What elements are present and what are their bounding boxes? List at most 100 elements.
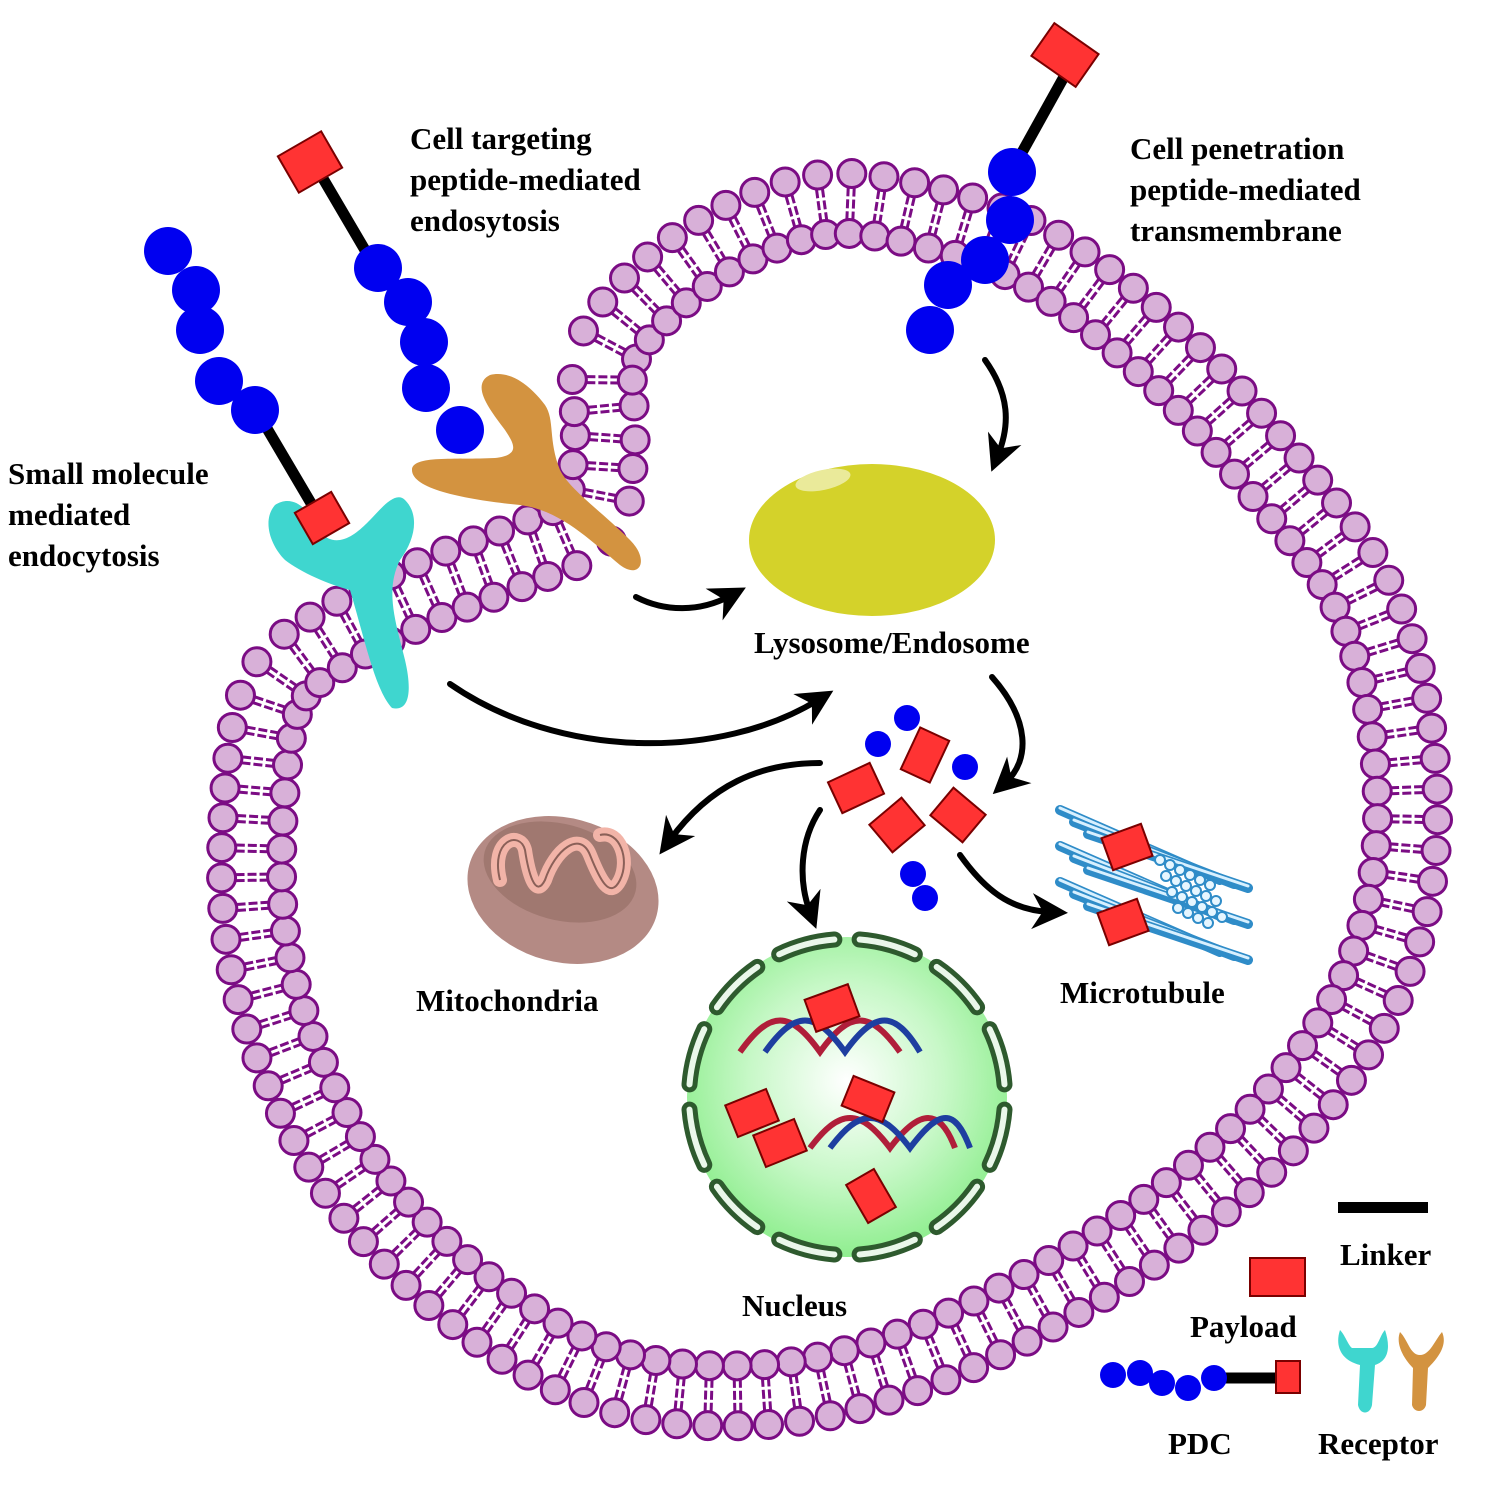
peptide-bead	[176, 306, 224, 354]
lipid-head-outer	[1373, 564, 1405, 596]
lipid-pair	[557, 449, 649, 485]
payload-block	[826, 761, 886, 815]
lipid-pair	[599, 1339, 647, 1429]
lipid-head-inner	[1008, 1259, 1040, 1291]
lipid-head-inner	[1081, 1215, 1113, 1247]
lipid-tail	[337, 1168, 366, 1190]
lipid-tail	[486, 1305, 508, 1334]
legend-linker-swatch	[1338, 1202, 1428, 1213]
lipid-head-inner	[1128, 1183, 1160, 1215]
lipid-tail	[391, 1228, 417, 1254]
lipid-pair	[1316, 984, 1400, 1044]
lipid-head-outer	[1256, 1156, 1288, 1188]
lipid-head-outer	[1138, 1249, 1170, 1281]
lipid-tail	[1105, 300, 1129, 327]
legend-receptor-teal	[1338, 1330, 1388, 1413]
lipid-tail	[1374, 930, 1406, 943]
lipid-tail	[321, 1145, 351, 1164]
lipid-tail	[559, 521, 576, 553]
lipid-head-inner	[478, 581, 510, 613]
lipid-tail	[1012, 233, 1029, 264]
lipid-head-outer	[216, 711, 248, 743]
lipid-head-inner	[828, 1335, 860, 1367]
lipid-head-inner	[1291, 547, 1323, 579]
lipid-tail	[291, 1089, 322, 1106]
lipid-tail	[395, 1233, 421, 1258]
lipid-head-inner	[1079, 319, 1111, 351]
lipid-tail	[876, 1354, 890, 1387]
lipid-tail	[1127, 318, 1151, 346]
lipid-tail	[334, 1163, 363, 1185]
lipid-tail	[1242, 441, 1269, 465]
lipid-pair	[556, 364, 648, 396]
lipid-pair	[1306, 537, 1389, 601]
lipid-head-inner	[693, 1350, 725, 1382]
lipid-pair	[1362, 803, 1454, 836]
lipid-head-inner	[1274, 525, 1306, 557]
lipid-head-inner	[1256, 503, 1288, 535]
lipid-head-inner	[651, 305, 683, 337]
lipid-pair	[739, 176, 793, 264]
lipid-tail	[479, 552, 494, 584]
lipid-tail	[268, 1037, 300, 1052]
tubule-end	[1204, 879, 1216, 891]
lipid-tail	[1215, 1158, 1239, 1185]
lipid-head-inner	[431, 1225, 463, 1257]
payload-block	[1096, 897, 1150, 947]
lipid-head-outer	[599, 1397, 631, 1429]
lipid-tail	[1148, 1211, 1170, 1240]
lipid-tail	[237, 814, 270, 819]
lipid-head-inner	[1194, 1131, 1226, 1163]
lipid-tail	[1366, 638, 1399, 651]
lipid-tail	[462, 1288, 485, 1317]
lipid-tail	[1356, 977, 1388, 994]
lipid-tail	[531, 1333, 550, 1363]
peptide-bead	[1149, 1370, 1175, 1396]
lipid-tail	[1374, 667, 1407, 678]
lipid-tail	[452, 562, 467, 594]
lipid-tail	[1223, 418, 1250, 443]
lipid-head-outer	[1088, 1281, 1120, 1313]
lipid-pair	[1162, 353, 1238, 426]
lipid-pair	[437, 1261, 505, 1341]
payload-block	[803, 982, 861, 1034]
label-line: mediated	[8, 497, 131, 532]
arrow-cpp-to-lysosome	[982, 357, 1022, 472]
lipid-head-outer	[252, 1070, 284, 1102]
lipid-head-outer	[212, 742, 244, 774]
lipid-tail	[1391, 820, 1424, 824]
lipid-pair	[559, 420, 651, 456]
label-line: endosytosis	[410, 203, 560, 238]
lipid-tail	[1276, 1099, 1303, 1123]
lipid-head-inner	[616, 364, 648, 396]
lipid-head-outer	[1357, 537, 1389, 569]
lipid-tail	[1359, 615, 1391, 631]
lipid-pair	[1356, 712, 1448, 753]
lipid-head-inner	[266, 833, 298, 865]
label-line: Cell penetration	[1130, 131, 1345, 166]
lipid-tail	[950, 1326, 967, 1357]
lipid-pair	[457, 525, 510, 613]
lipid-pair	[278, 1097, 363, 1157]
lipid-tail	[1391, 791, 1424, 796]
lipid-pair	[1328, 960, 1414, 1016]
lipid-head-outer	[1353, 1039, 1385, 1071]
lipid-head-inner	[1352, 693, 1384, 725]
lipid-pair	[1081, 1215, 1145, 1298]
lipid-tail	[1227, 423, 1254, 447]
arrow-to-mitochondria	[659, 760, 823, 855]
tubule-end	[1176, 891, 1188, 903]
lipid-tail	[1100, 1243, 1121, 1273]
lipid-head-inner	[1302, 1007, 1334, 1039]
lipid-pair	[328, 1165, 407, 1234]
lipid-tail	[481, 1302, 503, 1331]
lipid-tail	[1036, 248, 1056, 278]
lipid-pair	[710, 189, 769, 275]
lipid-tail	[258, 1010, 291, 1024]
lipid-pair	[833, 158, 868, 249]
lipid-head-outer	[683, 204, 715, 236]
lipid-tail	[1391, 814, 1424, 818]
lipid-head-outer	[222, 984, 254, 1016]
pdc-molecules	[144, 21, 1100, 565]
lipid-pair	[264, 1072, 351, 1129]
